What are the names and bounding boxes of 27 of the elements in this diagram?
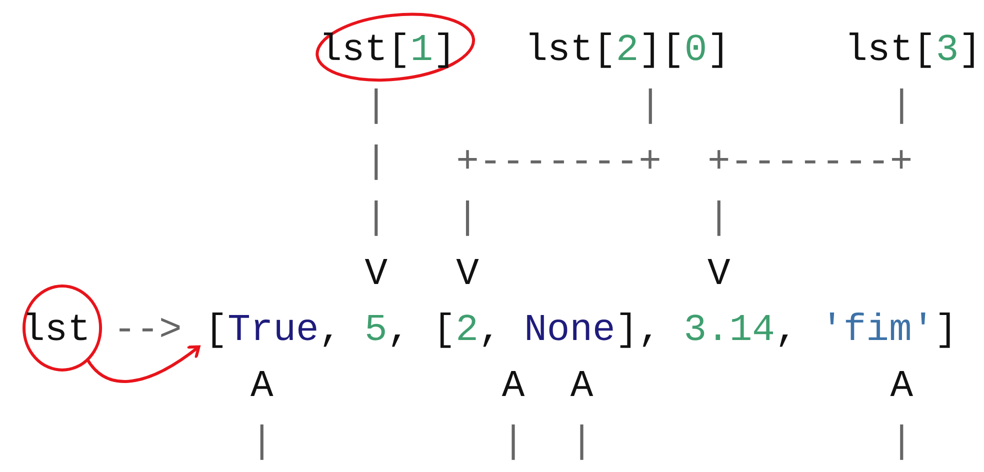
ascii-connector: | — [250, 420, 274, 466]
ascii-connector: | — [364, 196, 388, 242]
code-text: lst[2][0] — [524, 22, 730, 78]
ascii-connector: | — [456, 196, 479, 242]
ascii-connector: +-------+ — [708, 140, 913, 186]
code-text: [True, 5, [2, None], 3.14, 'fim'] — [204, 302, 958, 358]
ascii-connector: +-------+ — [456, 140, 662, 186]
ascii-connector: | — [890, 420, 914, 466]
ascii-connector: | — [708, 196, 730, 242]
ascii-connector: | — [502, 420, 525, 466]
code-text: lst[1] — [319, 22, 456, 78]
code-text: lst — [22, 302, 90, 358]
ascii-arrowhead: A — [570, 364, 594, 410]
hand-drawn-arrow — [86, 345, 200, 383]
ascii-connector: | — [570, 420, 594, 466]
ascii-connector: --> — [113, 308, 182, 354]
ascii-arrowhead: A — [502, 364, 525, 410]
ascii-arrowhead: V — [708, 252, 730, 298]
ascii-connector: | — [364, 84, 388, 130]
code-text: lst[3] — [844, 22, 982, 78]
ascii-arrowhead: V — [364, 252, 388, 298]
ascii-connector: | — [890, 84, 914, 130]
ascii-connector: | — [364, 140, 388, 186]
ascii-connector: | — [638, 84, 662, 130]
ascii-arrowhead: A — [890, 364, 914, 410]
ascii-arrowhead: V — [456, 252, 479, 298]
ascii-arrowhead: A — [250, 364, 274, 410]
